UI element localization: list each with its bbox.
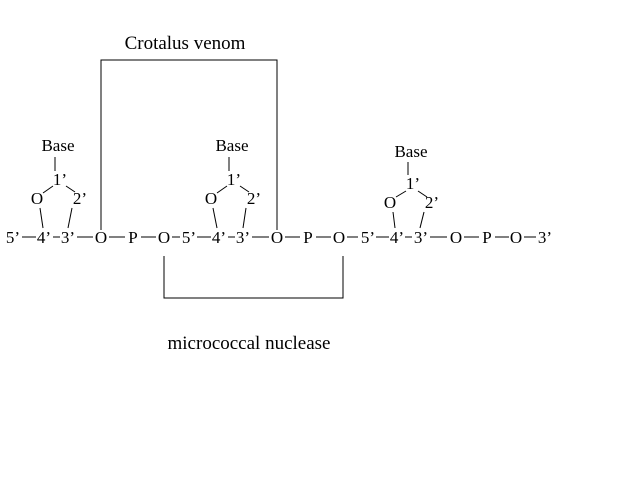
oxygen: O xyxy=(271,228,283,247)
micrococcal-bracket xyxy=(163,256,344,299)
ring-oxygen: O xyxy=(205,189,217,208)
c3-label: 3’ xyxy=(236,228,250,247)
base-label: Base xyxy=(41,136,74,155)
c2-label: 2’ xyxy=(247,189,261,208)
phosphorus: P xyxy=(482,228,491,247)
oxygen: O xyxy=(450,228,462,247)
nucleotide-3: Base 1’ O 2’ 5’ 4’ 3’ O P O 3’ xyxy=(361,142,552,247)
c4-label: 4’ xyxy=(37,228,51,247)
crotalus-bracket xyxy=(100,59,278,230)
c5-label: 5’ xyxy=(361,228,375,247)
oxygen: O xyxy=(333,228,345,247)
oxygen: O xyxy=(510,228,522,247)
base-label: Base xyxy=(394,142,427,161)
ring-oxygen: O xyxy=(31,189,43,208)
c1-label: 1’ xyxy=(227,170,241,189)
terminal-3prime-label: 3’ xyxy=(538,228,552,247)
micrococcal-nuclease-label: micrococcal nuclease xyxy=(168,333,331,354)
c2-label: 2’ xyxy=(425,193,439,212)
oxygen: O xyxy=(158,228,170,247)
phosphorus: P xyxy=(128,228,137,247)
c5-label: 5’ xyxy=(182,228,196,247)
c3-label: 3’ xyxy=(414,228,428,247)
crotalus-venom-label: Crotalus venom xyxy=(125,33,246,54)
nucleotide-2: Base 1’ O 2’ 5’ 4’ 3’ O P O xyxy=(182,136,358,247)
ring-oxygen: O xyxy=(384,193,396,212)
c5-label: 5’ xyxy=(6,228,20,247)
c1-label: 1’ xyxy=(406,174,420,193)
base-label: Base xyxy=(215,136,248,155)
c4-label: 4’ xyxy=(390,228,404,247)
c1-label: 1’ xyxy=(53,170,67,189)
c3-label: 3’ xyxy=(61,228,75,247)
c4-label: 4’ xyxy=(212,228,226,247)
phosphorus: P xyxy=(303,228,312,247)
oxygen: O xyxy=(95,228,107,247)
c2-label: 2’ xyxy=(73,189,87,208)
nucleotide-1: Base 1’ O 2’ 5’ 4’ 3’ O P O xyxy=(6,136,180,247)
